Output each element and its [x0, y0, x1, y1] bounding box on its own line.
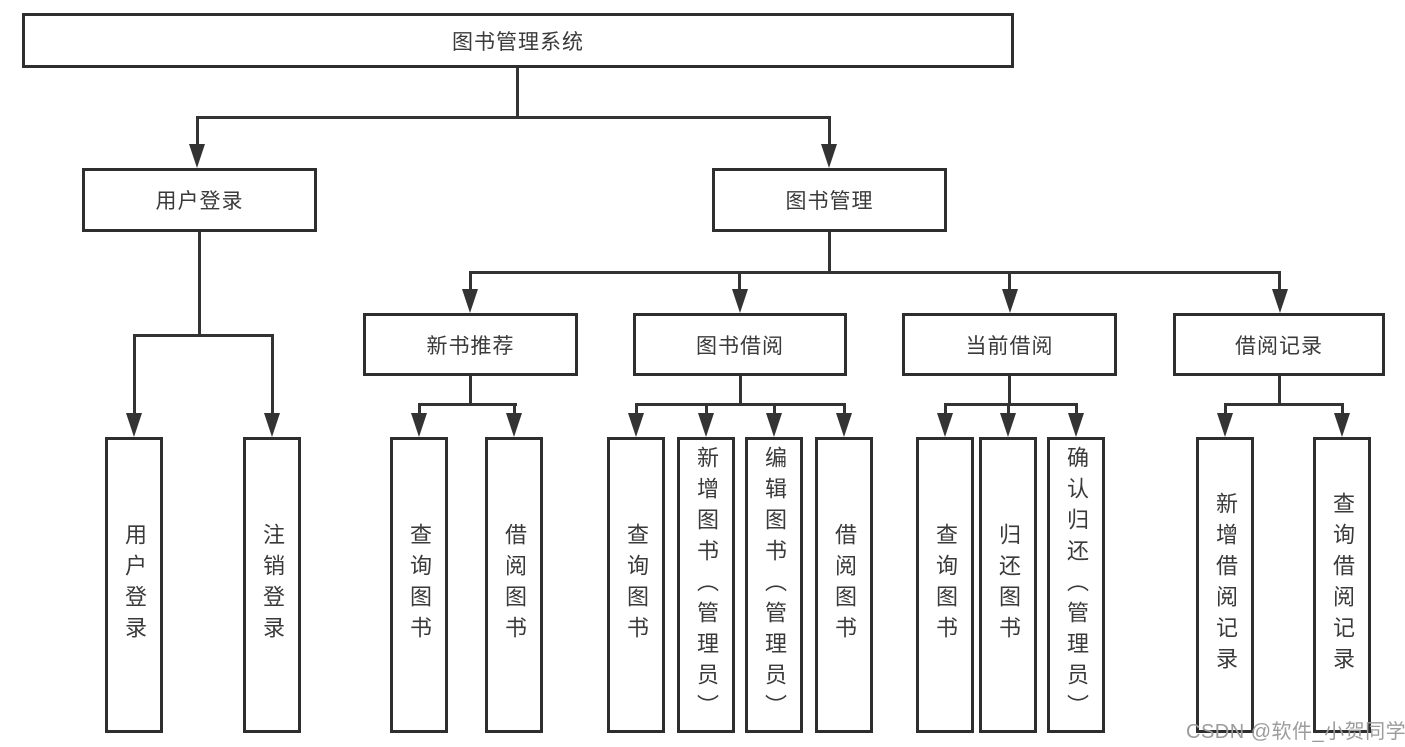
- leaf-query-books-1-label: 查询图书: [407, 523, 432, 647]
- arrowhead-to-borrow-records: [1272, 289, 1288, 313]
- arrowhead-to-query-borrow-record: [1334, 413, 1350, 437]
- edge-current-drop-3: [1075, 405, 1078, 415]
- leaf-confirm-return-admin-label: 确认归还（管理员）: [1064, 445, 1089, 725]
- leaf-query-books-3-label: 查询图书: [933, 523, 958, 647]
- leaf-confirm-return-admin: 确认归还（管理员）: [1047, 437, 1105, 733]
- leaf-query-borrow-record: 查询借阅记录: [1313, 437, 1371, 733]
- node-user-login-label: 用户登录: [155, 190, 244, 213]
- leaf-borrow-books-2: 借阅图书: [815, 437, 873, 733]
- arrowhead-to-query-books-2: [628, 413, 644, 437]
- edge-root-stem: [516, 68, 519, 118]
- edge-current-drop-2: [1007, 405, 1010, 415]
- arrowhead-to-add-books: [698, 413, 714, 437]
- arrowhead-to-query-books-3: [937, 413, 953, 437]
- node-user-login: 用户登录: [82, 168, 317, 232]
- edge-book-mgmt-stem: [828, 232, 831, 273]
- edge-book-mgmt-drop-4: [1278, 273, 1281, 291]
- leaf-add-borrow-record-label: 新增借阅记录: [1213, 492, 1238, 678]
- node-current-borrow-label: 当前借阅: [965, 334, 1054, 358]
- leaf-query-books-2-label: 查询图书: [624, 523, 649, 647]
- edge-book-mgmt-rail: [469, 271, 1281, 274]
- edge-book-mgmt-drop-1: [469, 273, 472, 291]
- arrowhead-to-borrow-books-1: [506, 413, 522, 437]
- edge-records-drop-1: [1224, 405, 1227, 415]
- arrowhead-to-book-management: [821, 144, 837, 168]
- edge-user-login-drop-2: [271, 336, 274, 414]
- edge-recommend-drop-1: [418, 405, 421, 415]
- leaf-query-books-1: 查询图书: [390, 437, 448, 733]
- node-new-book-recommend-label: 新书推荐: [426, 334, 515, 358]
- node-book-borrow: 图书借阅: [633, 313, 847, 376]
- edge-borrow-stem: [739, 376, 742, 405]
- edge-book-mgmt-drop-2: [738, 273, 741, 291]
- leaf-add-books-admin: 新增图书（管理员）: [677, 437, 735, 733]
- node-root-library-system: 图书管理系统: [22, 13, 1014, 68]
- edge-book-mgmt-drop-3: [1008, 273, 1011, 291]
- edge-borrow-drop-4: [843, 405, 846, 415]
- leaf-query-books-2: 查询图书: [607, 437, 665, 733]
- leaf-borrow-books-2-label: 借阅图书: [832, 523, 857, 647]
- arrowhead-to-return-books: [1000, 413, 1016, 437]
- leaf-user-login-label: 用户登录: [122, 523, 147, 647]
- edge-records-rail: [1224, 403, 1344, 406]
- leaf-user-login: 用户登录: [105, 437, 163, 733]
- leaf-borrow-books-1-label: 借阅图书: [502, 523, 527, 647]
- leaf-edit-books-admin-label: 编辑图书（管理员）: [762, 445, 787, 725]
- edge-root-drop-right: [828, 118, 831, 146]
- edge-current-stem: [1008, 376, 1011, 405]
- edge-borrow-drop-1: [635, 405, 638, 415]
- node-borrow-records-label: 借阅记录: [1235, 334, 1323, 358]
- leaf-borrow-books-1: 借阅图书: [485, 437, 543, 733]
- arrowhead-to-edit-books: [766, 413, 782, 437]
- arrowhead-to-leaf-logout: [264, 413, 280, 437]
- edge-recommend-stem: [469, 376, 472, 405]
- edge-records-stem: [1278, 376, 1281, 405]
- edge-recommend-rail: [418, 403, 517, 406]
- node-book-management: 图书管理: [712, 168, 947, 232]
- edge-current-drop-1: [944, 405, 947, 415]
- edge-root-rail: [196, 116, 831, 119]
- arrowhead-to-query-books-1: [411, 413, 427, 437]
- csdn-watermark: CSDN @软件_小贺同学: [1186, 721, 1405, 743]
- arrowhead-to-current-borrow: [1002, 289, 1018, 313]
- arrowhead-to-leaf-user-login: [126, 413, 142, 437]
- arrowhead-to-confirm-return: [1068, 413, 1084, 437]
- node-book-management-label: 图书管理: [785, 190, 874, 213]
- leaf-query-books-3: 查询图书: [916, 437, 974, 733]
- node-borrow-records: 借阅记录: [1173, 313, 1385, 376]
- node-root-label: 图书管理系统: [452, 30, 584, 54]
- leaf-return-books-label: 归还图书: [996, 523, 1021, 647]
- leaf-add-borrow-record: 新增借阅记录: [1196, 437, 1254, 733]
- edge-current-rail: [944, 403, 1078, 406]
- edge-borrow-rail: [635, 403, 846, 406]
- node-book-borrow-label: 图书借阅: [696, 334, 784, 358]
- leaf-query-borrow-record-label: 查询借阅记录: [1330, 492, 1355, 678]
- arrowhead-to-book-borrow: [732, 289, 748, 313]
- node-new-book-recommend: 新书推荐: [363, 313, 578, 376]
- edge-user-login-drop-1: [133, 336, 136, 414]
- edge-user-login-stem: [198, 232, 201, 336]
- edge-borrow-drop-3: [773, 405, 776, 415]
- leaf-edit-books-admin: 编辑图书（管理员）: [745, 437, 803, 733]
- leaf-logout: 注销登录: [243, 437, 301, 733]
- arrowhead-to-add-borrow-record: [1217, 413, 1233, 437]
- leaf-add-books-admin-label: 新增图书（管理员）: [694, 445, 719, 725]
- edge-records-drop-2: [1341, 405, 1344, 415]
- arrowhead-to-borrow-books-2: [836, 413, 852, 437]
- node-current-borrow: 当前借阅: [902, 313, 1117, 376]
- arrowhead-to-new-book-recommend: [462, 289, 478, 313]
- edge-recommend-drop-2: [513, 405, 516, 415]
- edge-user-login-rail: [133, 334, 274, 337]
- edge-borrow-drop-2: [705, 405, 708, 415]
- leaf-logout-label: 注销登录: [260, 523, 285, 647]
- leaf-return-books: 归还图书: [979, 437, 1037, 733]
- edge-root-drop-left: [196, 118, 199, 146]
- arrowhead-to-user-login: [189, 144, 205, 168]
